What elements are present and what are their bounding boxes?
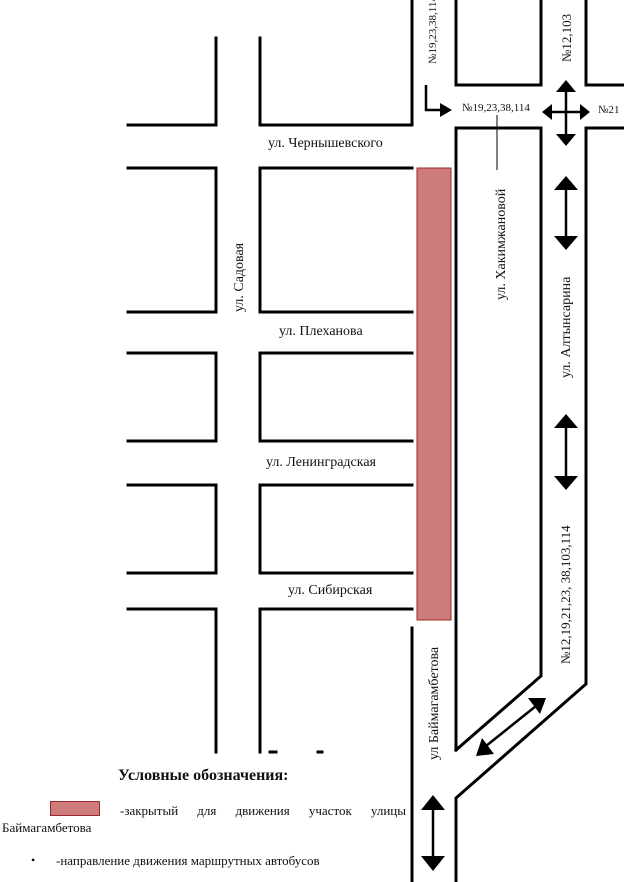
street-leningradskaya: ул. Ленинградская <box>266 455 377 470</box>
street-khakimzhanovoi: ул. Хакимжановой <box>494 188 509 300</box>
double-arrow-lower-down <box>554 476 578 490</box>
legend-closed-swatch <box>50 801 100 816</box>
turn-arrow <box>424 85 452 117</box>
street-sibirskaya: ул. Сибирская <box>288 583 373 598</box>
turn-arrow-head <box>440 103 452 117</box>
street-chernyshevskogo: ул. Чернышевского <box>268 136 383 151</box>
double-arrow-lower <box>554 414 578 490</box>
legend-bullet: • <box>31 853 36 867</box>
street-plekhanova: ул. Плеханова <box>279 324 363 339</box>
double-arrow-lower-up <box>554 414 578 428</box>
altynsarina-east <box>454 126 588 882</box>
block-chernyshevsky-right <box>258 166 414 314</box>
block-plekhanova-right <box>258 351 414 443</box>
legend-title: Условные обозначения: <box>118 767 289 784</box>
diagonal-arrow-head-down <box>476 738 494 756</box>
block-plekhanova-left <box>126 351 218 443</box>
city-blocks <box>126 0 414 882</box>
diagonal-arrow-shaft <box>485 705 537 747</box>
double-arrow-bottom <box>421 795 445 871</box>
turn-arrow-shaft <box>424 85 441 112</box>
block-top-middle <box>258 0 414 127</box>
altynsarina-top-right <box>584 0 624 87</box>
street-altynsarina: ул. Алтынсарина <box>559 276 574 378</box>
closed-section <box>416 167 452 621</box>
khakimzhanovoi-block <box>453 126 543 753</box>
route-right-top: №12,103 <box>559 14 574 62</box>
bus-direction-arrows <box>421 80 590 871</box>
double-arrow-upper-down <box>554 236 578 250</box>
block-leningradskaya-right <box>258 483 414 575</box>
route-far-right: №21 <box>598 104 620 116</box>
double-arrow-upper-up <box>554 176 578 190</box>
legend-closed-text-continued: Баймагамбетова <box>2 820 92 835</box>
block-chernyshevsky-left <box>126 166 218 314</box>
route-top-horizontal: №19,23,38,114 <box>462 102 530 114</box>
four-way-arrow-left <box>542 104 552 120</box>
four-way-arrow-down <box>556 134 576 146</box>
route-altynsarina: №12,19,21,23, 38,103,114 <box>558 525 573 664</box>
right-roads <box>453 0 624 882</box>
block-sibirskaya-left <box>126 607 218 754</box>
four-way-arrow-right <box>580 104 590 120</box>
block-top-left <box>126 36 218 127</box>
four-way-arrow <box>542 80 590 146</box>
double-arrow-upper <box>554 176 578 250</box>
four-way-arrow-up <box>556 80 576 92</box>
street-baimagambetova: ул Баймагамбетова <box>427 646 442 760</box>
top-right-block <box>454 0 543 87</box>
street-sadovaya: ул. Садовая <box>232 242 247 312</box>
double-arrow-bottom-up <box>421 795 445 810</box>
double-arrow-bottom-down <box>421 856 445 871</box>
diagonal-arrow-head-up <box>528 698 546 714</box>
legend-closed-text: -закрытый для движения участок улицы <box>120 803 406 818</box>
route-top-vertical: №19,23,38,114 <box>427 0 439 64</box>
legend-direction-text: -направление движения маршрутных автобус… <box>56 853 320 868</box>
block-leningradskaya-left <box>126 483 218 575</box>
diagonal-double-arrow <box>476 698 546 756</box>
block-sibirskaya-right <box>258 607 414 754</box>
